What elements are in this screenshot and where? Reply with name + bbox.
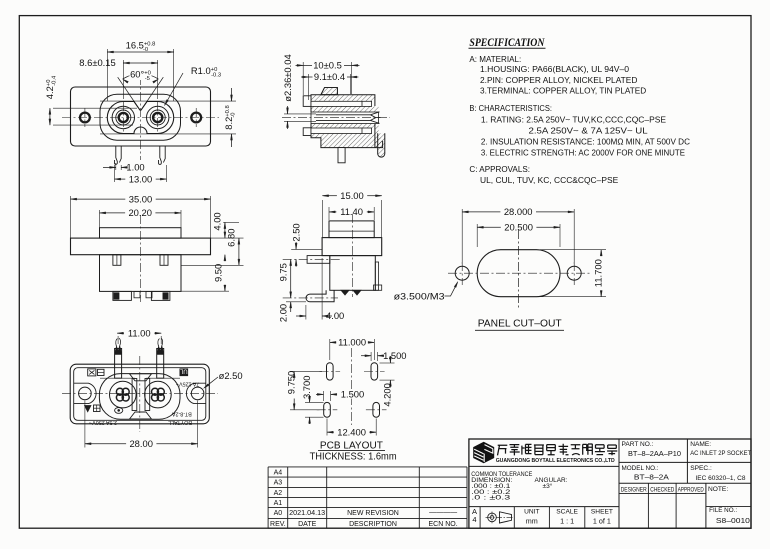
svg-text:DESCRIPTION: DESCRIPTION [349, 521, 397, 528]
svg-text:C: APPROVALS:: C: APPROVALS: [469, 164, 530, 174]
svg-text:SPECIFICATION: SPECIFICATION [469, 35, 544, 49]
svg-text:BOYTALL: BOYTALL [168, 419, 192, 425]
svg-text:A4: A4 [274, 469, 283, 476]
svg-text:APPROVED: APPROVED [678, 487, 704, 494]
svg-text:.0 : ±0.3: .0 : ±0.3 [471, 494, 511, 501]
svg-text:DATE: DATE [298, 521, 316, 528]
svg-text:B: CHARACTERISTICS:: B: CHARACTERISTICS: [469, 103, 552, 113]
svg-text:2.PIN: COPPER ALLOY, NICKEL: 2.PIN: COPPER ALLOY, NICKEL PLATED [480, 75, 637, 85]
svg-text:9.1±0.4: 9.1±0.4 [314, 71, 345, 82]
svg-text:28.00: 28.00 [129, 438, 152, 449]
svg-text:A1: A1 [274, 500, 283, 507]
svg-text:BT-8-2A: BT-8-2A [172, 411, 192, 417]
svg-text:28.000: 28.000 [504, 206, 533, 217]
svg-text:A2: A2 [274, 490, 283, 497]
svg-text:2021.04.13: 2021.04.13 [289, 510, 325, 517]
svg-text:MODEL NO.:: MODEL NO.: [622, 465, 659, 472]
svg-text:A3: A3 [274, 480, 283, 487]
svg-text:2.00: 2.00 [277, 304, 288, 322]
svg-text:BT–8–2AA–P10: BT–8–2AA–P10 [628, 449, 681, 458]
svg-text:————: ———— [429, 509, 457, 516]
svg-text:mm: mm [526, 516, 538, 525]
svg-text:SCALE: SCALE [556, 508, 578, 515]
svg-text:ANGULAR:: ANGULAR: [535, 477, 568, 484]
svg-text:UNIT: UNIT [524, 508, 539, 515]
svg-text:10±0.5: 10±0.5 [313, 60, 342, 71]
svg-text:GUANGDONG BOYTALL ELECTRONIC: GUANGDONG BOYTALL ELECTRONICS CO.,LTD [496, 458, 615, 464]
svg-text:PANEL CUT–OUT: PANEL CUT–OUT [478, 317, 563, 329]
svg-text:11.00: 11.00 [128, 327, 151, 338]
svg-text:8.6±0.15: 8.6±0.15 [79, 57, 115, 68]
svg-text:CHECKED: CHECKED [650, 487, 674, 494]
svg-text:SHEET: SHEET [591, 508, 613, 515]
svg-text:35.00: 35.00 [129, 193, 152, 204]
svg-text:PCB LAYOUT: PCB LAYOUT [320, 439, 384, 451]
svg-text:UL, CUL, TUV, KC, CCC&CQC–: UL, CUL, TUV, KC, CCC&CQC–PSE [480, 175, 618, 185]
svg-text:4.2+0-0.4: 4.2+0-0.4 [44, 75, 58, 99]
svg-text:20.500: 20.500 [504, 222, 533, 233]
svg-text:SPEC.:: SPEC.: [690, 465, 712, 472]
svg-text:11.700: 11.700 [593, 259, 604, 287]
svg-text:2.5A 250V~: 2.5A 250V~ [89, 419, 117, 425]
svg-text:4: 4 [472, 515, 476, 524]
svg-text:FILE NO.:: FILE NO.: [709, 507, 737, 514]
svg-text:NAME:: NAME: [690, 441, 711, 448]
svg-text:11.000: 11.000 [338, 337, 366, 348]
svg-text:ø2.36±0.04: ø2.36±0.04 [282, 54, 293, 101]
svg-text:12.400: 12.400 [337, 426, 366, 437]
svg-text:UL: UL [179, 367, 187, 373]
svg-text:1. RATING: 2.5A 250V~ TUV,: 1. RATING: 2.5A 250V~ TUV,KC,CCC,CQC–PSE [481, 115, 666, 125]
svg-text:2.50: 2.50 [290, 223, 301, 241]
svg-text:7A 125V~: 7A 125V~ [176, 381, 200, 387]
svg-text:THICKNESS: 1.6mm: THICKNESS: 1.6mm [310, 451, 397, 463]
svg-text:IEC 60320–1, C8: IEC 60320–1, C8 [696, 475, 746, 482]
svg-text:2. INSULATION RESISTANCE: 1: 2. INSULATION RESISTANCE: 100MΩ MIN, AT … [481, 137, 690, 147]
svg-text:REV.: REV. [270, 521, 286, 528]
svg-text:20.20: 20.20 [128, 207, 151, 218]
svg-text:NEW REVISION: NEW REVISION [347, 510, 399, 517]
svg-text:16.5+0.8-0: 16.5+0.8-0 [126, 40, 156, 54]
svg-text:R1.0+0-0.3: R1.0+0-0.3 [191, 65, 221, 79]
svg-text:DESIGNER: DESIGNER [621, 487, 647, 494]
svg-text:4.200: 4.200 [382, 383, 393, 406]
svg-text:A: MATERIAL:: A: MATERIAL: [469, 54, 521, 64]
svg-text:1 : 1: 1 : 1 [560, 516, 574, 525]
svg-text:COMMON TOLERANCE: COMMON TOLERANCE [471, 471, 532, 478]
svg-text:NOTE:: NOTE: [708, 486, 728, 493]
svg-text:A0: A0 [274, 510, 283, 517]
svg-text:60°+0-5: 60°+0-5 [130, 69, 151, 83]
svg-text:4.00: 4.00 [211, 212, 222, 230]
svg-text:9.50: 9.50 [212, 264, 223, 282]
svg-text:1.500: 1.500 [383, 350, 406, 361]
svg-text:3.700: 3.700 [301, 376, 312, 399]
svg-text:13.00: 13.00 [129, 173, 152, 184]
svg-text:ø2.50: ø2.50 [219, 370, 243, 381]
svg-text:ø3.500/M3: ø3.500/M3 [394, 290, 445, 301]
svg-text:S8–0010: S8–0010 [716, 516, 750, 525]
svg-text:BT–8–2A: BT–8–2A [634, 472, 670, 481]
svg-text:9.75: 9.75 [277, 263, 288, 281]
svg-text:ECN NO.: ECN NO. [429, 521, 458, 528]
svg-text:AC INLET 2P SOCKET: AC INLET 2P SOCKET [690, 450, 751, 457]
svg-text:3.TERMINAL: COPPER ALLOY, T: 3.TERMINAL: COPPER ALLOY, TIN PLATED [480, 86, 646, 96]
svg-text:11.40: 11.40 [340, 206, 363, 217]
svg-text:15.00: 15.00 [340, 190, 363, 201]
svg-text:2.5A 250V~ & 7A 125V~ UL: 2.5A 250V~ & 7A 125V~ UL [529, 125, 648, 135]
svg-text:.000 : ±0.1: .000 : ±0.1 [471, 483, 510, 490]
svg-text:1.HOUSING: PA66(BLACK), UL: 1.HOUSING: PA66(BLACK), UL 94V–0 [480, 64, 629, 74]
svg-text:1.00: 1.00 [126, 162, 144, 173]
svg-text:1.500: 1.500 [341, 389, 364, 400]
svg-text:.00 : ±0.2: .00 : ±0.2 [471, 489, 510, 496]
svg-text:DIMENSION:: DIMENSION: [471, 477, 512, 484]
svg-text:4.00: 4.00 [326, 310, 344, 321]
svg-text:1 of 1: 1 of 1 [593, 516, 611, 525]
svg-text:6.80: 6.80 [226, 229, 237, 247]
svg-text:±3°: ±3° [543, 482, 553, 490]
svg-text:PART NO.:: PART NO.: [622, 441, 654, 448]
svg-text:9.750: 9.750 [286, 371, 297, 394]
svg-text:3. ELECTRIC STRENGTH: AC 2: 3. ELECTRIC STRENGTH: AC 2000V FOR ONE M… [481, 148, 685, 158]
svg-text:A: A [472, 507, 477, 516]
